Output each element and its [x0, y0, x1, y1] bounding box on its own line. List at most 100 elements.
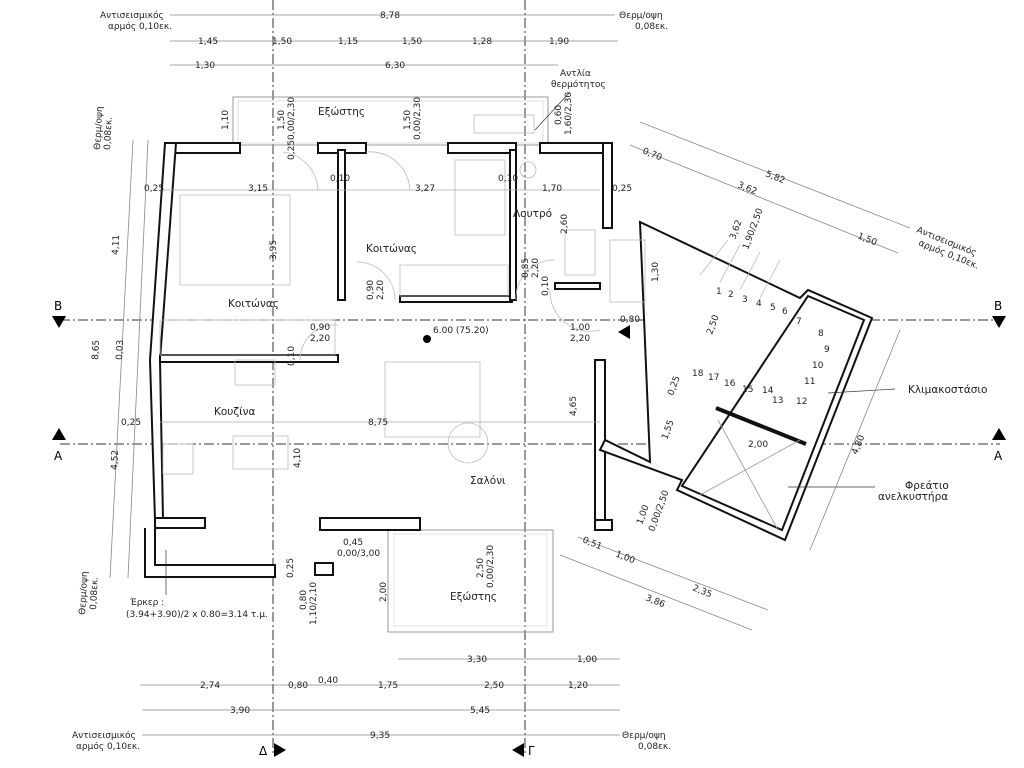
thermal-insulation-label: Θερμ/οψη	[78, 571, 90, 615]
window-width: 0,80	[299, 590, 309, 610]
dim-right: 1,50	[856, 232, 879, 249]
door-height: 2,20	[531, 258, 541, 278]
window-height: 1,10/2,10	[309, 582, 319, 625]
dim-label: 4,65	[569, 396, 579, 416]
furniture	[159, 151, 646, 475]
dim-label: 0,25	[286, 558, 296, 578]
thermal-insulation-size: 0,08εκ.	[638, 742, 671, 752]
window-width: 1,50	[403, 110, 413, 130]
erker-note-formula: (3.94+3.90)/2 x 0.80=3.14 τ.μ.	[126, 610, 268, 620]
sofa	[384, 361, 481, 438]
stair-step-number: 2	[728, 290, 734, 300]
room-label-elevator-shaft: Φρεάτιο	[905, 480, 949, 492]
section-a-left-arrow-icon	[52, 428, 66, 440]
stair-step-number: 15	[742, 385, 753, 395]
window-width: 3,62	[728, 219, 744, 241]
elevation-marker-icon	[423, 335, 431, 343]
dim-bottom: 3,90	[230, 706, 250, 716]
dim-bottom: 0,40	[318, 676, 338, 686]
kitchen-sink	[234, 359, 276, 386]
room-labels: Κοιτώνας Κοιτώνας Λουτρό Κουζίνα Σαλόνι …	[126, 208, 987, 620]
window-height: 0,00/2,30	[486, 545, 496, 588]
stair-step-number: 12	[796, 397, 807, 407]
heat-pump-label: Αντλία	[560, 69, 591, 79]
dim-right: 0,70	[641, 147, 664, 164]
dim-right: 0,51	[581, 536, 603, 553]
dim-right: 1,00	[614, 550, 637, 567]
dim-label: 2,00	[748, 440, 768, 450]
dim-top: 1,30	[195, 61, 215, 71]
single-bed	[454, 159, 506, 236]
dim-label: 0,10	[541, 276, 551, 296]
dim-label: 0,25	[612, 184, 632, 194]
dim-label: 3,27	[415, 184, 435, 194]
entry-door-width: 1,00	[570, 323, 590, 333]
thermal-insulation-size: 0,08εκ.	[89, 577, 101, 611]
double-bed	[179, 194, 291, 286]
cooktop	[162, 443, 194, 475]
window-height: 0,00/2,30	[287, 97, 297, 140]
stair-step-number: 4	[756, 299, 762, 309]
dim-top: 6,30	[385, 61, 405, 71]
seismic-joint-size: αρμός 0,10εκ.	[108, 21, 172, 32]
door-height: 2,20	[376, 280, 386, 300]
erker-note-title: Έρκερ :	[129, 598, 164, 608]
balcony-top: Εξώστης Αντλία θερμότητος	[232, 69, 606, 146]
dim-label: 2,60	[560, 214, 570, 234]
dim-label: 4,10	[293, 448, 303, 468]
section-delta-label: Δ	[259, 744, 268, 758]
stair-step-number: 6	[782, 307, 788, 317]
dim-bottom: 1,20	[568, 681, 588, 691]
stair-step-number: 8	[818, 329, 824, 339]
dim-top: 1,90	[549, 37, 569, 47]
dim-top: 1,15	[338, 37, 358, 47]
walls	[144, 142, 874, 578]
window-width: 0,60	[554, 105, 564, 125]
door-width: 0,85	[521, 258, 531, 278]
left-dimensions: 8,65 4,11 0,03 4,52 Θερμ/οψη 0,08εκ. Θερ…	[78, 106, 149, 615]
dim-top: 1,28	[472, 37, 492, 47]
room-label-elevator-shaft-2: ανελκυστήρα	[878, 491, 948, 503]
seismic-joint-label: Αντισεισμικός	[100, 10, 164, 21]
door-width: 0,90	[310, 323, 330, 333]
stair-step-number: 13	[772, 396, 783, 406]
heat-pump-label-2: θερμότητος	[551, 79, 606, 90]
section-a-right-arrow-icon	[992, 428, 1006, 440]
dim-label: 1,10	[221, 110, 231, 130]
section-b-right-label: B	[994, 299, 1002, 313]
section-b-right-arrow-icon	[992, 316, 1006, 328]
dim-label: 2,00	[379, 582, 389, 602]
entry-door-height: 2,20	[570, 334, 590, 344]
section-a-left-label: A	[54, 449, 63, 463]
thermal-insulation-size: 0,08εκ.	[635, 22, 668, 32]
stair-step-number: 16	[724, 379, 736, 389]
window-height: 1,90/2,50	[741, 207, 765, 251]
window-height: 0,00/3,00	[337, 549, 380, 559]
dim-label: 0,10	[287, 346, 297, 366]
dim-bottom: 2,74	[200, 681, 220, 691]
dim-bottom: 0,80	[288, 681, 308, 691]
room-label-balcony-bottom: Εξώστης	[450, 591, 497, 603]
room-label-staircase: Κλιμακοστάσιο	[908, 384, 987, 396]
thermal-insulation-label: Θερμ/οψη	[93, 106, 105, 150]
dim-bottom-total: 9,35	[370, 731, 390, 741]
dim-label: 0,10	[498, 174, 518, 184]
dim-label: 0,10	[330, 174, 350, 184]
dim-label: 1,30	[651, 262, 661, 282]
room-label-living-room: Σαλόνι	[470, 475, 506, 487]
washbasin	[564, 229, 596, 276]
stair-step-number: 7	[796, 317, 802, 327]
dining-table	[232, 435, 289, 470]
dim-bottom: 5,45	[470, 706, 490, 716]
stair-steps: 1 2 3 4 5 6 7 8 9 10 11 12 13 14 15 16 1…	[692, 239, 830, 407]
dim-label: 0,25	[287, 140, 297, 160]
dim-label: 0,25	[144, 184, 164, 194]
room-label-kitchen: Κουζίνα	[214, 406, 256, 418]
seismic-joint-size: αρμός 0,10εκ.	[76, 741, 140, 752]
interior-dimensions: 0,25 0,25 0,25 3,15 3,27 1,70 0,10 0,10 …	[121, 92, 768, 625]
thermal-insulation-label: Θερμ/οψη	[619, 11, 663, 21]
stair-step-number: 5	[770, 303, 776, 313]
wardrobe	[399, 264, 509, 297]
stair-step-number: 1	[716, 287, 722, 297]
